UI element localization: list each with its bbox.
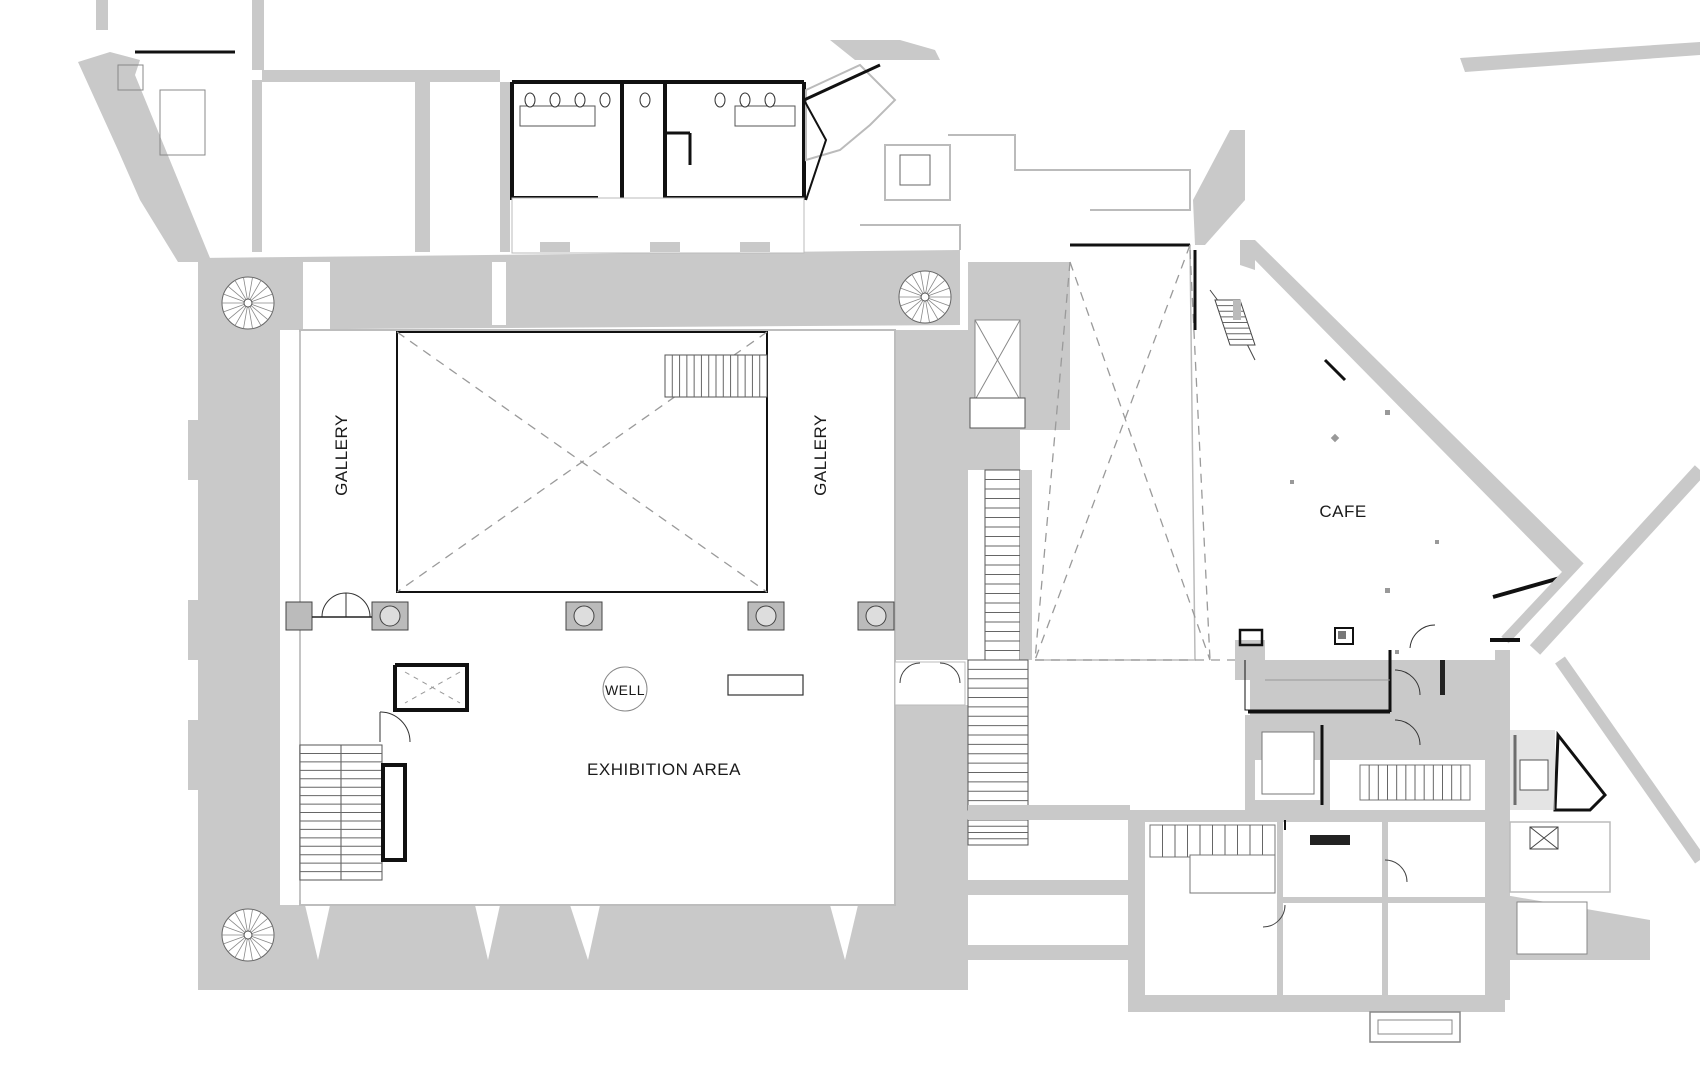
spiral-stair-sw bbox=[221, 908, 275, 962]
spiral-stair-ne bbox=[898, 270, 952, 324]
lift bbox=[379, 663, 469, 743]
gallery-left-label: GALLERY bbox=[332, 414, 351, 496]
left-stair bbox=[299, 744, 407, 881]
central-void bbox=[396, 331, 768, 593]
entrance-doors bbox=[312, 592, 372, 618]
cafe-label: CAFE bbox=[1319, 502, 1366, 521]
void-stair bbox=[664, 354, 768, 398]
well-circle bbox=[602, 666, 648, 712]
columns bbox=[285, 601, 895, 631]
gallery-right-label: GALLERY bbox=[811, 414, 830, 496]
exhibition-area-label: EXHIBITION AREA bbox=[587, 760, 741, 779]
well-label: WELL bbox=[605, 682, 645, 698]
east-wing bbox=[860, 42, 1700, 1000]
display-case bbox=[727, 674, 804, 696]
spiral-stair-nw bbox=[221, 276, 275, 330]
south-east-rooms bbox=[968, 715, 1650, 1043]
north-range bbox=[78, 0, 940, 262]
main-walls bbox=[188, 250, 968, 990]
